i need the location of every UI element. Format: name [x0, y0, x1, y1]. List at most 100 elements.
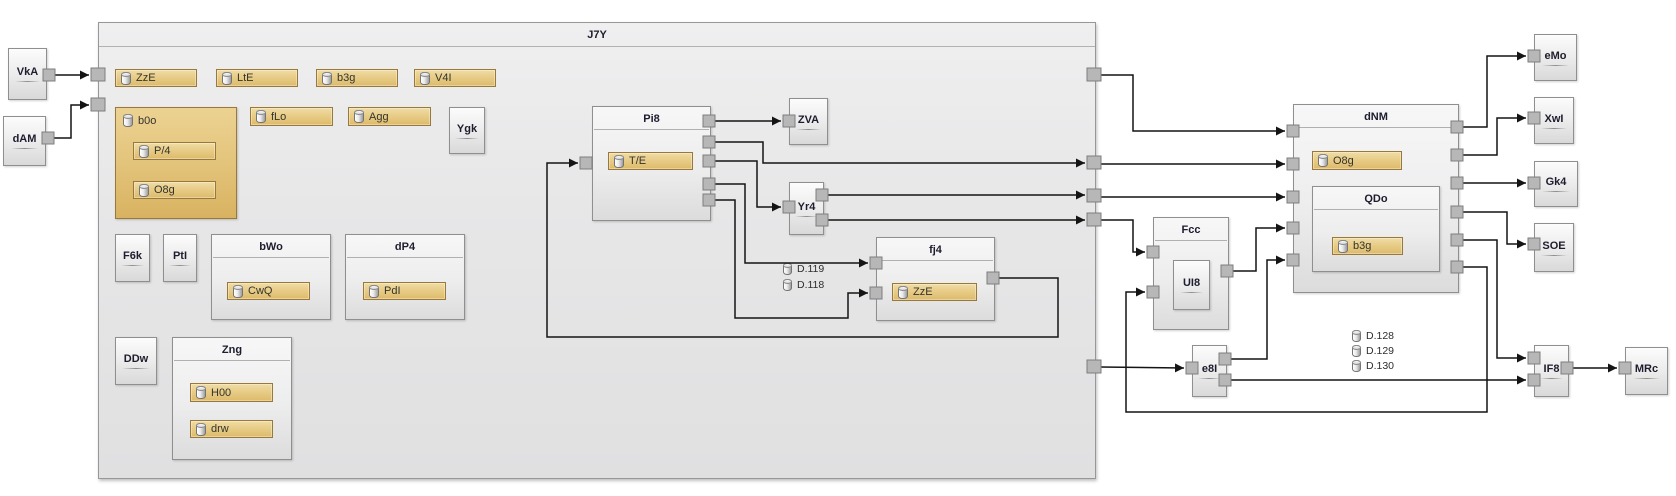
block-soe-title: SOE — [1542, 239, 1566, 252]
datastore-lte-label: LtE — [237, 72, 254, 84]
annotation-d129[interactable]: D.129 — [1352, 345, 1394, 357]
annotation-d118[interactable]: D.118 — [783, 279, 824, 291]
datastore-zze-label: ZzE — [136, 72, 156, 84]
title-separator — [1541, 64, 1570, 66]
title-separator — [455, 137, 479, 139]
annotation-d128[interactable]: D.128 — [1352, 330, 1394, 342]
wire-j7y-port4-to-fcc[interactable] — [1101, 219, 1145, 257]
datastore-fj4-zze[interactable]: ZzE — [892, 283, 977, 301]
block-zva[interactable]: ZVA — [789, 98, 828, 145]
datastore-group-b0o[interactable]: b0o — [115, 107, 237, 219]
datastore-o8g[interactable]: O8g — [133, 181, 216, 199]
annotation-d119[interactable]: D.119 — [783, 263, 824, 275]
datastore-pdi[interactable]: PdI — [363, 282, 446, 300]
database-icon — [139, 183, 149, 197]
block-vka[interactable]: VkA — [8, 48, 47, 100]
block-ygk[interactable]: Ygk — [449, 107, 485, 154]
annotation-d118-label: D.118 — [797, 279, 825, 291]
datastore-cwq[interactable]: CwQ — [227, 282, 310, 300]
block-yr4[interactable]: Yr4 — [789, 182, 824, 235]
block-gk4[interactable]: Gk4 — [1534, 161, 1578, 207]
wire-dnm-to-xwi[interactable] — [1463, 113, 1526, 156]
block-dam[interactable]: dAM — [3, 116, 46, 166]
block-soe[interactable]: SOE — [1534, 223, 1574, 272]
datastore-v4i[interactable]: V4I — [414, 69, 496, 87]
subsystem-fj4[interactable]: fj4 — [876, 237, 995, 321]
wire-j7y-port5-to-e8i[interactable] — [1100, 363, 1185, 373]
database-icon — [322, 71, 332, 85]
subsystem-qdo[interactable]: QDo — [1312, 186, 1440, 272]
database-icon — [121, 71, 131, 85]
database-icon — [420, 71, 430, 85]
datastore-cwq-label: CwQ — [248, 285, 273, 297]
subsystem-bwo[interactable]: bWo — [211, 234, 331, 320]
title-separator — [169, 265, 191, 266]
block-emo[interactable]: eMo — [1534, 34, 1577, 81]
block-f6k[interactable]: F6k — [115, 234, 150, 282]
datastore-p4[interactable]: P/4 — [133, 142, 216, 160]
annotation-d128-label: D.128 — [1366, 330, 1395, 342]
wire-dnm-to-if8[interactable] — [1463, 239, 1526, 363]
title-separator — [121, 265, 144, 266]
block-ddw-title: DDw — [123, 353, 149, 365]
block-mrc-title: MRc — [1634, 363, 1659, 375]
database-icon — [1318, 154, 1328, 167]
wire-dnm-to-emo[interactable] — [1463, 51, 1526, 128]
datastore-te[interactable]: T/E — [608, 152, 693, 170]
datastore-h00[interactable]: H00 — [190, 383, 273, 402]
title-separator — [1541, 191, 1571, 192]
block-ygk-title: Ygk — [456, 122, 478, 135]
datastore-v4i-label: V4I — [435, 72, 452, 84]
title-separator — [1540, 378, 1563, 379]
datastore-agg-label: Agg — [369, 110, 389, 123]
block-mrc[interactable]: MRc — [1625, 347, 1668, 395]
subsystem-pi8-title: Pi8 — [594, 107, 709, 130]
datastore-b3g[interactable]: b3g — [316, 69, 398, 87]
wire-dam-to-j7y[interactable] — [54, 100, 89, 139]
wire-e8i-to-dnm[interactable] — [1231, 255, 1285, 360]
datastore-qdo-b3g-label: b3g — [1353, 240, 1372, 252]
database-icon — [222, 71, 232, 85]
datastore-drw-label: drw — [211, 423, 229, 435]
wire-fcc-to-dnm[interactable] — [1233, 223, 1285, 272]
datastore-zze[interactable]: ZzE — [115, 69, 197, 87]
subsystem-qdo-title: QDo — [1314, 187, 1438, 210]
block-gk4-title: Gk4 — [1545, 176, 1567, 188]
block-ui8-title: UI8 — [1182, 277, 1201, 289]
database-icon — [256, 110, 266, 123]
wire-j7y-port1-to-dnm[interactable] — [1101, 74, 1285, 136]
annotation-d130[interactable]: D.130 — [1352, 360, 1394, 372]
datastore-flo[interactable]: fLo — [250, 107, 333, 126]
subsystem-fcc-title: Fcc — [1155, 218, 1227, 241]
block-ui8[interactable]: UI8 — [1173, 260, 1210, 310]
datastore-lte[interactable]: LtE — [216, 69, 298, 87]
block-pti[interactable]: PtI — [163, 234, 197, 282]
wire-dnm-to-soe[interactable] — [1463, 211, 1526, 249]
database-icon — [354, 110, 364, 123]
block-dam-title: dAM — [12, 133, 37, 145]
title-separator — [122, 368, 150, 369]
database-icon — [614, 154, 624, 168]
block-e8i[interactable]: e8I — [1192, 345, 1227, 397]
title-separator — [795, 215, 818, 217]
annotation-d119-label: D.119 — [797, 263, 825, 275]
block-vka-title: VkA — [16, 66, 39, 78]
datastore-agg[interactable]: Agg — [348, 107, 431, 126]
block-xwi[interactable]: XwI — [1534, 97, 1574, 144]
database-icon — [1352, 345, 1361, 357]
subsystem-dnm-title: dNM — [1295, 105, 1457, 128]
block-if8[interactable]: IF8 — [1534, 345, 1569, 397]
datastore-b0o-label: b0o — [138, 114, 157, 127]
subsystem-dp4[interactable]: dP4 — [345, 234, 465, 320]
datastore-drw[interactable]: drw — [190, 420, 273, 438]
datastore-qdo-b3g[interactable]: b3g — [1332, 237, 1403, 255]
block-yr4-title: Yr4 — [797, 200, 816, 213]
annotation-d129-label: D.129 — [1366, 345, 1395, 357]
database-icon — [196, 422, 206, 436]
block-ddw[interactable]: DDw — [115, 337, 157, 385]
datastore-dnm-o8g[interactable]: O8g — [1312, 151, 1402, 170]
datastore-o8g-label: O8g — [154, 184, 175, 196]
datastore-flo-label: fLo — [271, 110, 287, 123]
subsystem-fj4-title: fj4 — [878, 238, 993, 261]
